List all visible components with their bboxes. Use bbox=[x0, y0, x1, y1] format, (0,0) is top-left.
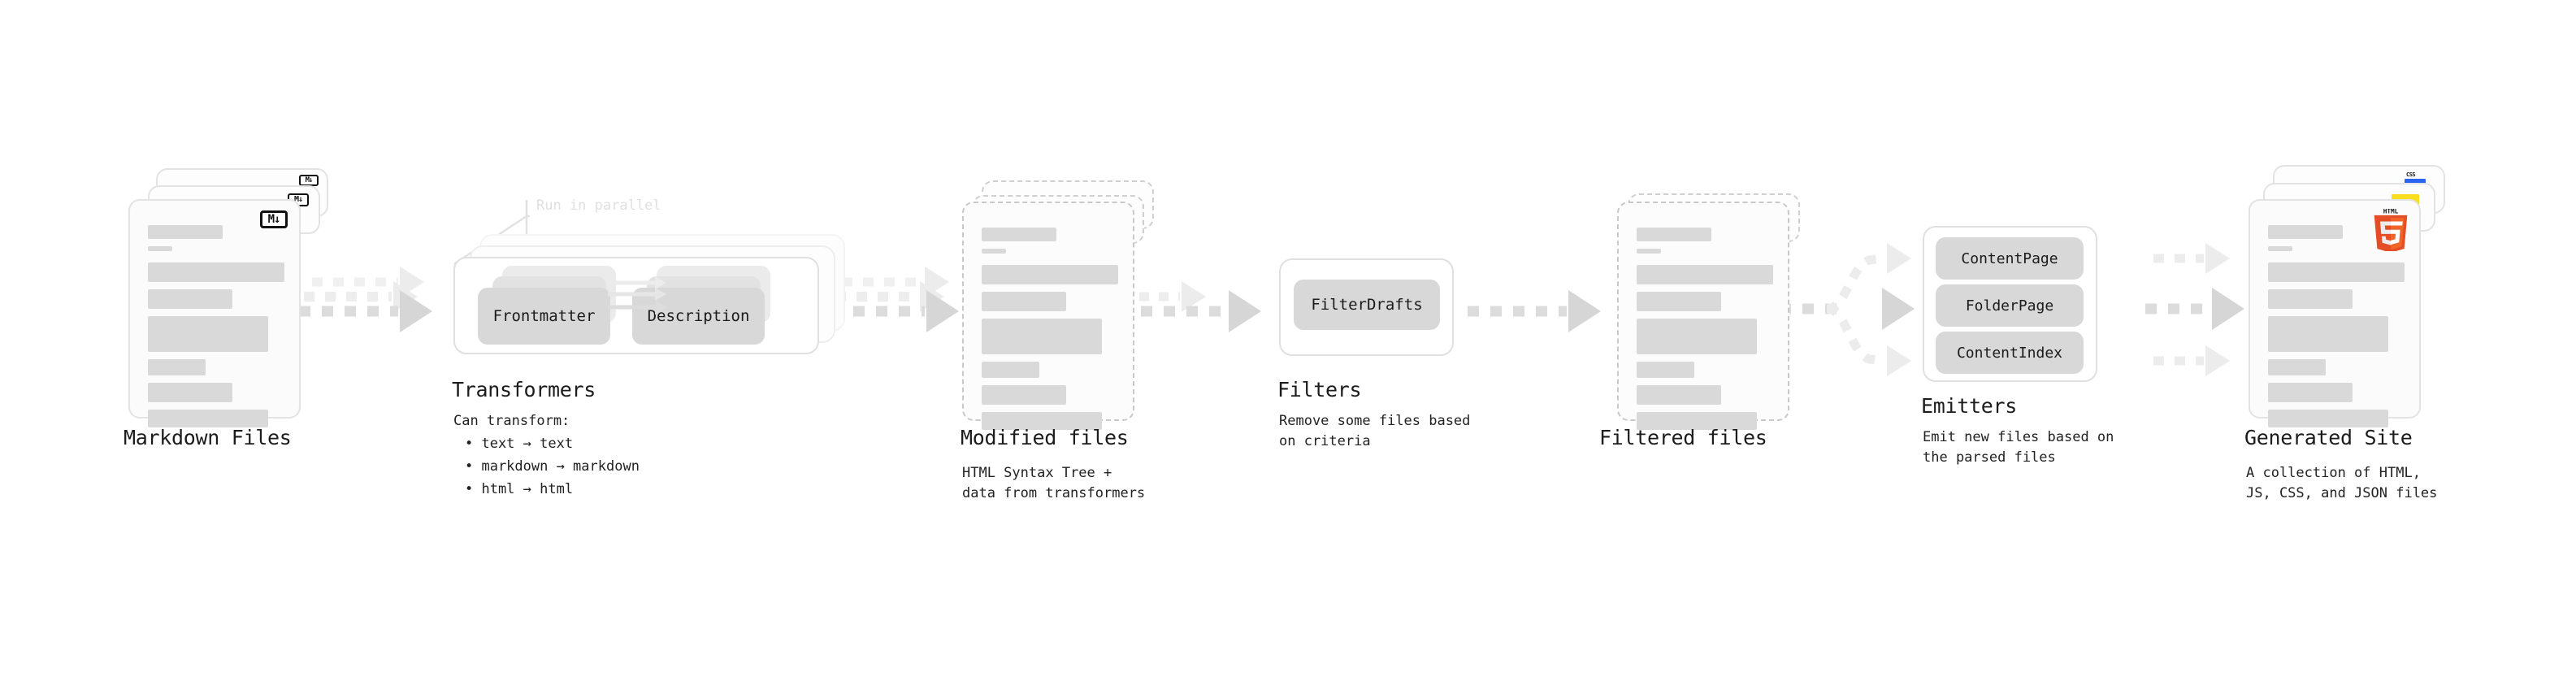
markdown-icon: M↓ bbox=[299, 175, 319, 186]
stage-title-markdown-files: Markdown Files bbox=[124, 426, 292, 449]
transformers-bullet-0: • text → text bbox=[465, 436, 574, 452]
modified-file-card bbox=[962, 202, 1134, 430]
stage-title-modified-files: Modified files bbox=[961, 426, 1129, 449]
emitter-node-contentpage[interactable]: ContentPage bbox=[1936, 237, 2084, 280]
filtered-file-card bbox=[1617, 202, 1789, 430]
markdown-icon: M↓ bbox=[260, 210, 288, 228]
emitter-node-folderpage[interactable]: FolderPage bbox=[1936, 284, 2084, 327]
stage-title-generated-site: Generated Site bbox=[2244, 426, 2413, 449]
generated-site-card: HTML bbox=[2249, 199, 2421, 427]
modified-files-subtitle: HTML Syntax Tree + data from transformer… bbox=[962, 465, 1146, 501]
stage-title-filters: Filters bbox=[1277, 378, 1362, 401]
conn-filters-to-filtered bbox=[1468, 290, 1601, 332]
transformers-bullet-2: • html → html bbox=[465, 481, 574, 497]
html5-icon: HTML bbox=[2372, 208, 2409, 253]
conn-md-to-transformers bbox=[299, 267, 432, 332]
conn-emitters-to-site bbox=[2145, 243, 2244, 376]
filters-subtitle: Remove some files based on criteria bbox=[1279, 413, 1471, 449]
document-placeholder-lines bbox=[2268, 225, 2405, 435]
stage-title-emitters: Emitters bbox=[1921, 394, 2018, 418]
stage-title-transformers: Transformers bbox=[452, 378, 596, 401]
emitter-node-contentindex[interactable]: ContentIndex bbox=[1936, 332, 2084, 374]
document-placeholder-lines bbox=[1637, 228, 1773, 437]
transformers-bullet-1: • markdown → markdown bbox=[465, 458, 640, 475]
document-placeholder-lines bbox=[982, 228, 1118, 437]
conn-modified-to-filters bbox=[1139, 281, 1261, 332]
filter-node-filterdrafts[interactable]: FilterDrafts bbox=[1294, 280, 1440, 330]
conn-filtered-to-emitters bbox=[1780, 243, 1915, 376]
svg-text:HTML: HTML bbox=[2383, 209, 2399, 215]
transformers-subtitle: Can transform: bbox=[453, 413, 570, 429]
stage-title-filtered-files: Filtered files bbox=[1599, 426, 1767, 449]
emitters-subtitle: Emit new files based on the parsed files bbox=[1923, 429, 2114, 466]
css-icon: CSS bbox=[2405, 171, 2426, 184]
transformer-node-description[interactable]: Description bbox=[632, 288, 765, 345]
transformer-node-frontmatter[interactable]: Frontmatter bbox=[478, 288, 610, 345]
conn-transformers-to-modified bbox=[830, 267, 959, 332]
transformer-inner-arrows bbox=[608, 276, 668, 314]
run-in-parallel-label: Run in parallel bbox=[536, 197, 661, 214]
markdown-file-card: M↓ bbox=[128, 199, 301, 427]
document-placeholder-lines bbox=[148, 225, 284, 435]
generated-site-subtitle: A collection of HTML, JS, CSS, and JSON … bbox=[2246, 465, 2438, 501]
